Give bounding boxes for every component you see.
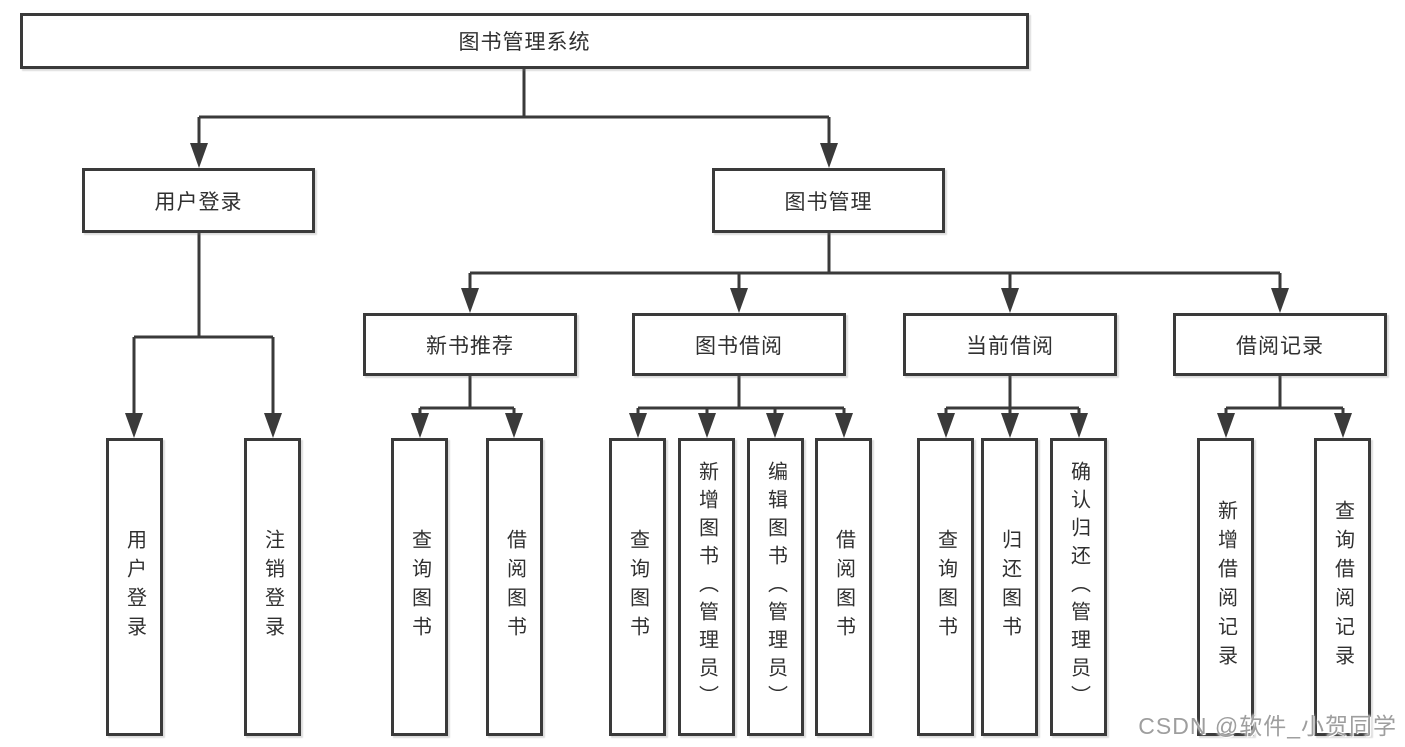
leaf-current-query-books: 查询图书 (917, 438, 974, 736)
node-new-book-recommend-label: 新书推荐 (426, 334, 514, 358)
leaf-current-confirm-return-admin-label: 确认归还（管理员） (1067, 461, 1090, 713)
leaf-current-confirm-return-admin: 确认归还（管理员） (1050, 438, 1107, 736)
node-new-book-recommend: 新书推荐 (363, 313, 577, 376)
node-borrow-records-label: 借阅记录 (1236, 334, 1324, 358)
connector-arrowheads (125, 143, 1352, 438)
leaf-borrow-edit-books-admin: 编辑图书（管理员） (747, 438, 804, 736)
leaf-recommend-query-books: 查询图书 (391, 438, 448, 736)
node-book-borrow-label: 图书借阅 (695, 334, 783, 358)
leaf-recommend-borrow-books-label: 借阅图书 (503, 529, 526, 645)
leaf-borrow-borrow-books: 借阅图书 (815, 438, 872, 736)
leaf-user-login: 用户登录 (106, 438, 163, 736)
leaf-records-add-record: 新增借阅记录 (1197, 438, 1254, 736)
leaf-logout: 注销登录 (244, 438, 301, 736)
node-root-system: 图书管理系统 (20, 13, 1029, 69)
leaf-borrow-borrow-books-label: 借阅图书 (832, 529, 855, 645)
node-user-login: 用户登录 (82, 168, 315, 233)
csdn-watermark: CSDN @软件_小贺同学 (1138, 713, 1397, 739)
node-user-login-label: 用户登录 (154, 190, 243, 214)
node-book-management: 图书管理 (712, 168, 945, 233)
connector-stems (132, 69, 1345, 418)
node-root-label: 图书管理系统 (458, 31, 591, 54)
leaf-records-add-record-label: 新增借阅记录 (1214, 500, 1237, 674)
leaf-logout-label: 注销登录 (261, 529, 284, 645)
leaf-user-login-label: 用户登录 (123, 529, 146, 645)
leaf-current-return-books-label: 归还图书 (998, 529, 1021, 645)
leaf-current-return-books: 归还图书 (981, 438, 1038, 736)
leaf-borrow-edit-books-admin-label: 编辑图书（管理员） (764, 461, 787, 713)
leaf-borrow-query-books: 查询图书 (609, 438, 666, 736)
leaf-records-query-record-label: 查询借阅记录 (1331, 500, 1354, 674)
leaf-recommend-borrow-books: 借阅图书 (486, 438, 543, 736)
leaf-recommend-query-books-label: 查询图书 (408, 529, 431, 645)
node-current-borrow-label: 当前借阅 (966, 334, 1054, 358)
node-current-borrow: 当前借阅 (903, 313, 1117, 376)
leaf-current-query-books-label: 查询图书 (934, 529, 957, 645)
leaf-borrow-add-books-admin-label: 新增图书（管理员） (695, 461, 718, 713)
node-book-borrow: 图书借阅 (632, 313, 846, 376)
leaf-records-query-record: 查询借阅记录 (1314, 438, 1371, 736)
node-borrow-records: 借阅记录 (1173, 313, 1387, 376)
leaf-borrow-add-books-admin: 新增图书（管理员） (678, 438, 735, 736)
leaf-borrow-query-books-label: 查询图书 (626, 529, 649, 645)
node-book-management-label: 图书管理 (784, 190, 873, 214)
